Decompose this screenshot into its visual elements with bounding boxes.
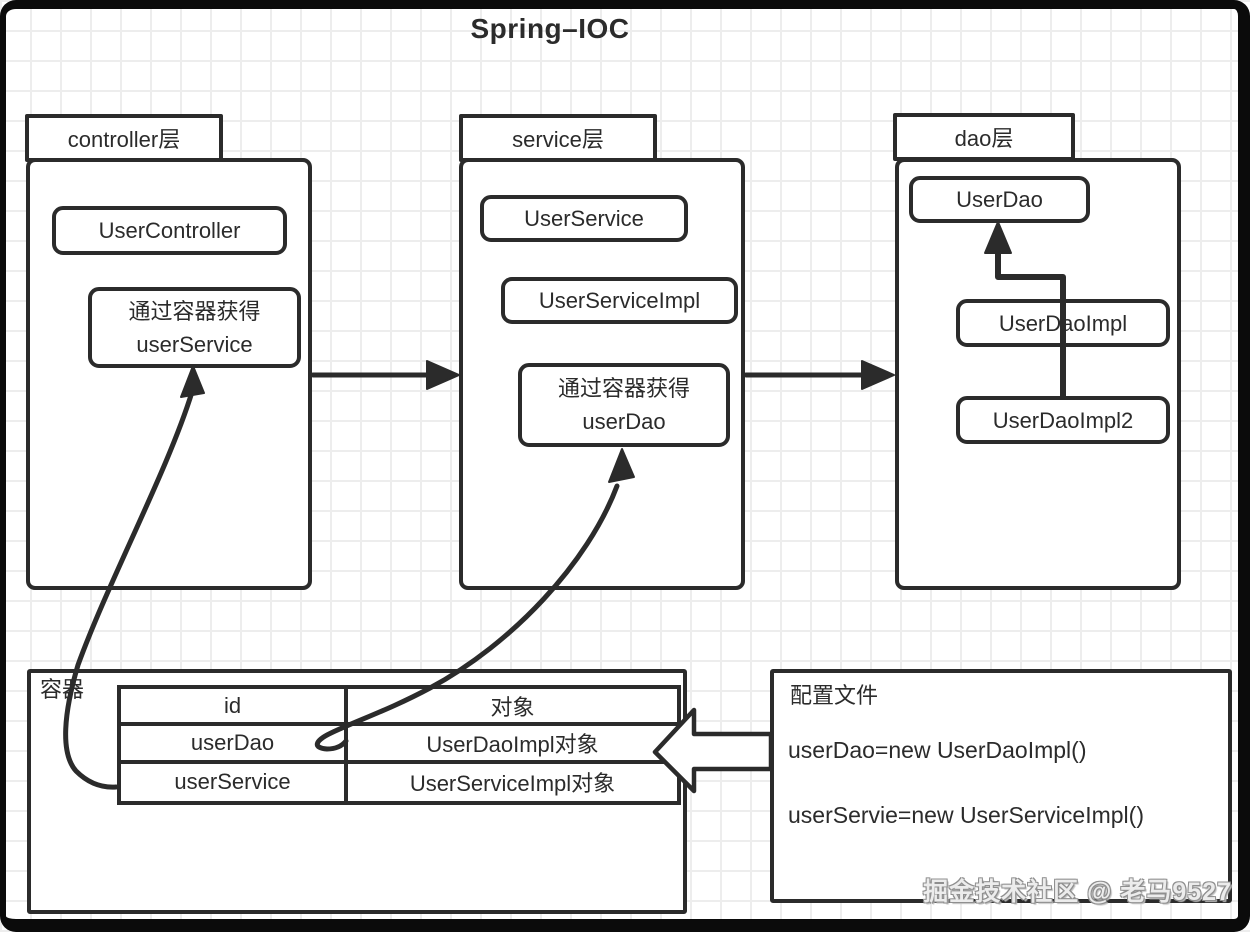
- arrow-controller-to-service: [310, 360, 460, 390]
- table-header-id: id: [121, 689, 348, 727]
- user-dao-impl2-node: UserDaoImpl2: [956, 396, 1170, 444]
- controller-get-userservice-node: 通过容器获得 userService: [88, 287, 301, 368]
- watermark-text: 掘金技术社区 @ 老马9527: [923, 878, 1232, 906]
- user-dao-impl2-label: UserDaoImpl2: [992, 407, 1134, 433]
- user-service-label: UserService: [524, 206, 644, 231]
- service-layer-tab: service层: [459, 114, 657, 162]
- table-cell-userservice-object: UserServiceImpl对象: [348, 763, 677, 801]
- diagram-title: Spring–IOC: [470, 13, 630, 44]
- container-panel-label: 容器: [40, 677, 85, 702]
- arrow-service-to-dao: [743, 360, 895, 390]
- config-line-userservice: userServie=new UserServiceImpl(): [788, 802, 1144, 828]
- user-dao-label: UserDao: [956, 187, 1043, 212]
- table-cell-userdao-object: UserDaoImpl对象: [348, 726, 677, 764]
- table-cell-userdao-id: userDao: [121, 726, 348, 764]
- user-dao-impl-label: UserDaoImpl: [998, 310, 1128, 336]
- user-controller-node: UserController: [52, 206, 287, 255]
- dao-layer-tab-label: dao层: [954, 126, 1014, 151]
- user-service-impl-node: UserServiceImpl: [501, 277, 738, 324]
- dao-layer-tab: dao层: [893, 113, 1075, 161]
- service-get-userdao-node: 通过容器获得 userDao: [518, 363, 730, 447]
- container-table: id 对象 userDao UserDaoImpl对象 userService …: [117, 685, 681, 805]
- config-file-label: 配置文件: [790, 683, 879, 708]
- table-header-object: 对象: [348, 689, 677, 727]
- service-get-line1: 通过容器获得: [557, 376, 690, 401]
- controller-layer-tab-label: controller层: [67, 127, 181, 152]
- controller-layer-tab: controller层: [25, 114, 223, 162]
- user-service-node: UserService: [480, 195, 688, 242]
- service-get-line2: userDao: [582, 409, 666, 434]
- config-line-userdao: userDao=new UserDaoImpl(): [788, 737, 1087, 763]
- controller-get-line1: 通过容器获得: [128, 298, 261, 324]
- controller-get-line2: userService: [136, 331, 253, 357]
- user-service-impl-label: UserServiceImpl: [538, 288, 701, 313]
- user-controller-label: UserController: [98, 218, 241, 243]
- service-layer-tab-label: service层: [512, 127, 604, 152]
- user-dao-node: UserDao: [909, 176, 1090, 223]
- user-dao-impl-node: UserDaoImpl: [956, 299, 1170, 347]
- table-cell-userservice-id: userService: [121, 763, 348, 801]
